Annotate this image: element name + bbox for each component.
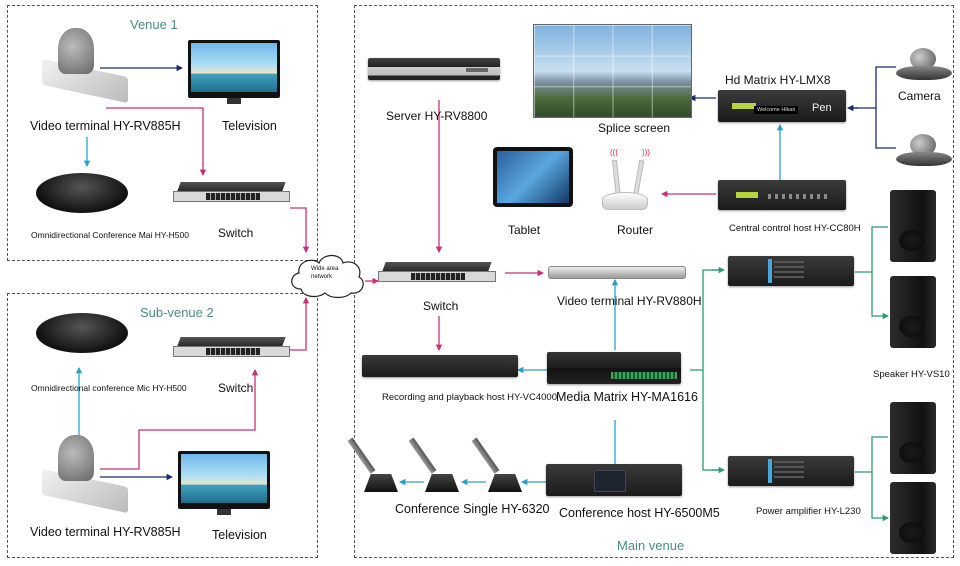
venue1-television-label: Television — [222, 119, 277, 133]
power-amp-vents-icon — [774, 461, 804, 481]
main-venue-title: Main venue — [617, 538, 685, 553]
main-tablet-label: Tablet — [508, 223, 541, 237]
subvenue2-title: Sub-venue 2 — [140, 305, 214, 320]
wan-label-line1: Wide area — [311, 266, 339, 272]
main-camera-1[interactable] — [896, 34, 956, 80]
main-hd-matrix[interactable]: Welcome Hikari Pen — [718, 90, 846, 122]
main-server-label: Server HY-RV8800 — [386, 109, 488, 123]
main-hd-matrix-label: Hd Matrix HY-LMX8 — [725, 73, 831, 87]
media-matrix-terminals-icon — [611, 372, 677, 379]
main-central-control[interactable] — [718, 180, 846, 210]
venue1-switch-label: Switch — [218, 226, 254, 240]
wide-area-network-cloud[interactable] — [287, 251, 367, 299]
main-power-amp-1[interactable] — [728, 256, 854, 286]
zone-subvenue2 — [7, 293, 318, 558]
central-control-lcd — [736, 192, 758, 198]
main-recording-host[interactable] — [362, 355, 518, 377]
main-video-terminal[interactable] — [548, 266, 686, 279]
venue1-television[interactable] — [188, 40, 280, 104]
main-conference-mic-3[interactable] — [471, 432, 528, 492]
main-server[interactable] — [368, 58, 500, 80]
venue1-mic[interactable] — [36, 173, 128, 213]
main-conference-single-label: Conference Single HY-6320 — [395, 502, 550, 516]
server-display-icon — [466, 68, 488, 72]
main-central-control-label: Central control host HY-CC80H — [729, 223, 861, 234]
main-speaker-4[interactable] — [890, 482, 936, 554]
subvenue2-video-terminal-label: Video terminal HY-RV885H — [30, 525, 181, 539]
hd-matrix-lcd — [732, 103, 756, 109]
main-switch-label: Switch — [423, 299, 459, 313]
main-conference-mic-1[interactable] — [347, 432, 404, 492]
main-tablet[interactable] — [493, 147, 573, 207]
venue1-switch[interactable] — [173, 182, 290, 202]
wifi-signal-icon: ))) — [642, 148, 650, 157]
power-amp-panel-icon — [768, 259, 772, 283]
main-power-amp-label: Power amplifier HY-L230 — [756, 506, 861, 517]
power-amp-panel-icon — [768, 459, 772, 483]
main-splice-screen-label: Splice screen — [598, 121, 671, 135]
subvenue2-mic-label: Omnidirectional conference Mic HY-H500 — [31, 383, 187, 393]
main-switch[interactable] — [378, 262, 496, 284]
main-router-label: Router — [617, 223, 654, 237]
main-video-terminal-label: Video terminal HY-RV880H — [557, 294, 702, 308]
main-speaker-2[interactable] — [890, 276, 936, 348]
conference-host-display — [594, 470, 626, 492]
main-speaker-1[interactable] — [890, 190, 936, 262]
main-speaker-3[interactable] — [890, 402, 936, 474]
zone-venue1 — [7, 5, 318, 261]
hd-matrix-screen-text: Welcome Hikari — [754, 106, 799, 114]
subvenue2-television-label: Television — [212, 528, 267, 542]
main-media-matrix-label: Media Matrix HY-MA1616 — [556, 390, 698, 404]
venue1-title: Venue 1 — [130, 17, 178, 32]
subvenue2-switch[interactable] — [173, 337, 290, 357]
main-power-amp-2[interactable] — [728, 456, 854, 486]
ptz-camera-icon — [58, 435, 94, 481]
venue1-video-terminal-label: Video terminal HY-RV885H — [30, 119, 181, 133]
subvenue2-switch-label: Switch — [218, 381, 254, 395]
hd-matrix-pen-text: Pen — [812, 102, 832, 114]
wan-label-line2: network — [311, 274, 333, 280]
main-router[interactable]: ((( ))) — [602, 148, 662, 210]
main-conference-mic-2[interactable] — [408, 432, 465, 492]
ptz-camera-icon — [58, 28, 94, 74]
main-conference-host[interactable] — [546, 464, 682, 496]
main-speaker-label: Speaker HY-VS10 — [873, 369, 950, 380]
venue1-mic-label: Omnidirectional Conference Mai HY-H500 — [31, 230, 189, 240]
subvenue2-mic[interactable] — [36, 313, 128, 353]
main-camera-label: Camera — [898, 89, 941, 103]
wifi-signal-icon: ((( — [610, 148, 618, 157]
main-conference-host-label: Conference host HY-6500M5 — [559, 506, 720, 520]
main-recording-host-label: Recording and playback host HY-VC4000 — [382, 392, 557, 403]
main-camera-2[interactable] — [896, 120, 956, 166]
subvenue2-television[interactable] — [178, 451, 270, 515]
central-control-buttons-icon — [768, 194, 828, 199]
main-splice-screen[interactable] — [533, 24, 692, 118]
power-amp-vents-icon — [774, 261, 804, 281]
main-media-matrix[interactable] — [547, 352, 681, 384]
